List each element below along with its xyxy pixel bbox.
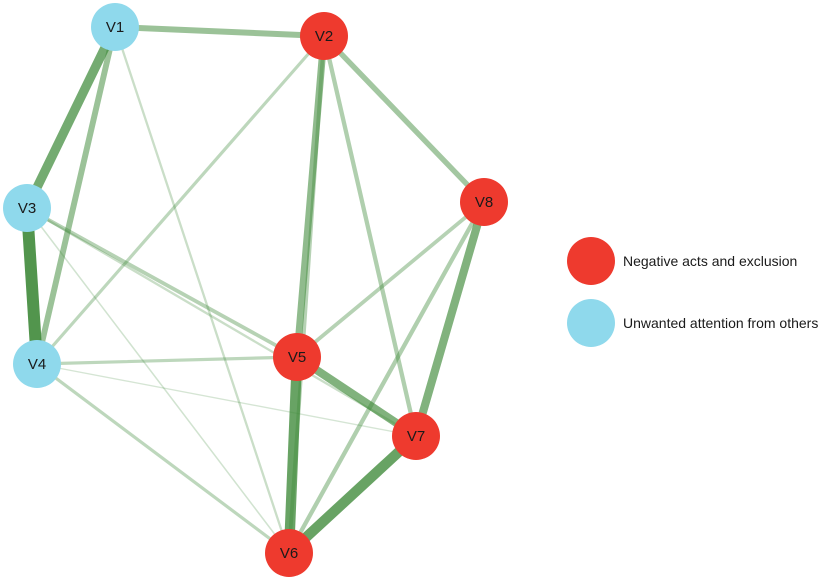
edge-v3-v6 bbox=[26, 207, 290, 554]
node-v5: V5 bbox=[273, 333, 321, 381]
edge-v3-v4 bbox=[21, 202, 43, 370]
edge-v4-v7 bbox=[36, 363, 417, 437]
edge-v1-v6 bbox=[113, 25, 291, 555]
edge-v3-v5 bbox=[25, 206, 299, 359]
edge-v7-v8 bbox=[411, 197, 489, 441]
node-label-v3: V3 bbox=[18, 200, 36, 217]
edge-v2-v8 bbox=[321, 33, 487, 205]
legend-item-negative: Negative acts and exclusion bbox=[567, 237, 797, 285]
node-v8: V8 bbox=[460, 178, 508, 226]
edge-v2-v5 bbox=[293, 32, 328, 361]
node-label-v6: V6 bbox=[280, 545, 298, 562]
edge-v2-v4 bbox=[35, 34, 326, 366]
node-label-v8: V8 bbox=[475, 194, 493, 211]
node-v6: V6 bbox=[265, 529, 313, 577]
legend: Negative acts and exclusion Unwanted att… bbox=[567, 237, 818, 347]
node-label-v7: V7 bbox=[407, 428, 425, 445]
node-circle-v2 bbox=[300, 12, 348, 60]
edge-v4-v6 bbox=[35, 362, 291, 555]
node-circle-v8 bbox=[460, 178, 508, 226]
legend-swatch-unwanted bbox=[567, 299, 615, 347]
edge-v6-v7 bbox=[283, 430, 422, 559]
edge-v2-v7 bbox=[321, 33, 419, 439]
node-circle-v4 bbox=[13, 340, 61, 388]
node-v1: V1 bbox=[91, 3, 139, 51]
node-label-v2: V2 bbox=[315, 28, 333, 45]
legend-swatch-negative bbox=[567, 237, 615, 285]
edge-v3-v7 bbox=[25, 206, 418, 438]
edge-layer bbox=[21, 22, 489, 559]
node-circle-v7 bbox=[392, 412, 440, 460]
edge-v5-v6 bbox=[283, 351, 303, 559]
node-circle-v5 bbox=[273, 333, 321, 381]
edge-v1-v4 bbox=[34, 24, 118, 367]
node-v3: V3 bbox=[3, 184, 51, 232]
edge-v6-v8 bbox=[286, 199, 487, 556]
node-label-v5: V5 bbox=[288, 349, 306, 366]
legend-item-unwanted: Unwanted attention from others bbox=[567, 299, 818, 347]
node-circle-v3 bbox=[3, 184, 51, 232]
node-label-v4: V4 bbox=[28, 356, 46, 373]
node-v4: V4 bbox=[13, 340, 61, 388]
node-v7: V7 bbox=[392, 412, 440, 460]
node-label-v1: V1 bbox=[106, 19, 124, 36]
legend-label-negative: Negative acts and exclusion bbox=[623, 253, 797, 269]
edge-v4-v5 bbox=[35, 355, 299, 366]
node-circle-v6 bbox=[265, 529, 313, 577]
edge-v1-v2 bbox=[112, 24, 327, 39]
node-v2: V2 bbox=[300, 12, 348, 60]
legend-label-unwanted: Unwanted attention from others bbox=[623, 315, 818, 331]
edge-v1-v3 bbox=[22, 22, 120, 213]
node-circle-v1 bbox=[91, 3, 139, 51]
edge-v5-v8 bbox=[295, 200, 486, 359]
